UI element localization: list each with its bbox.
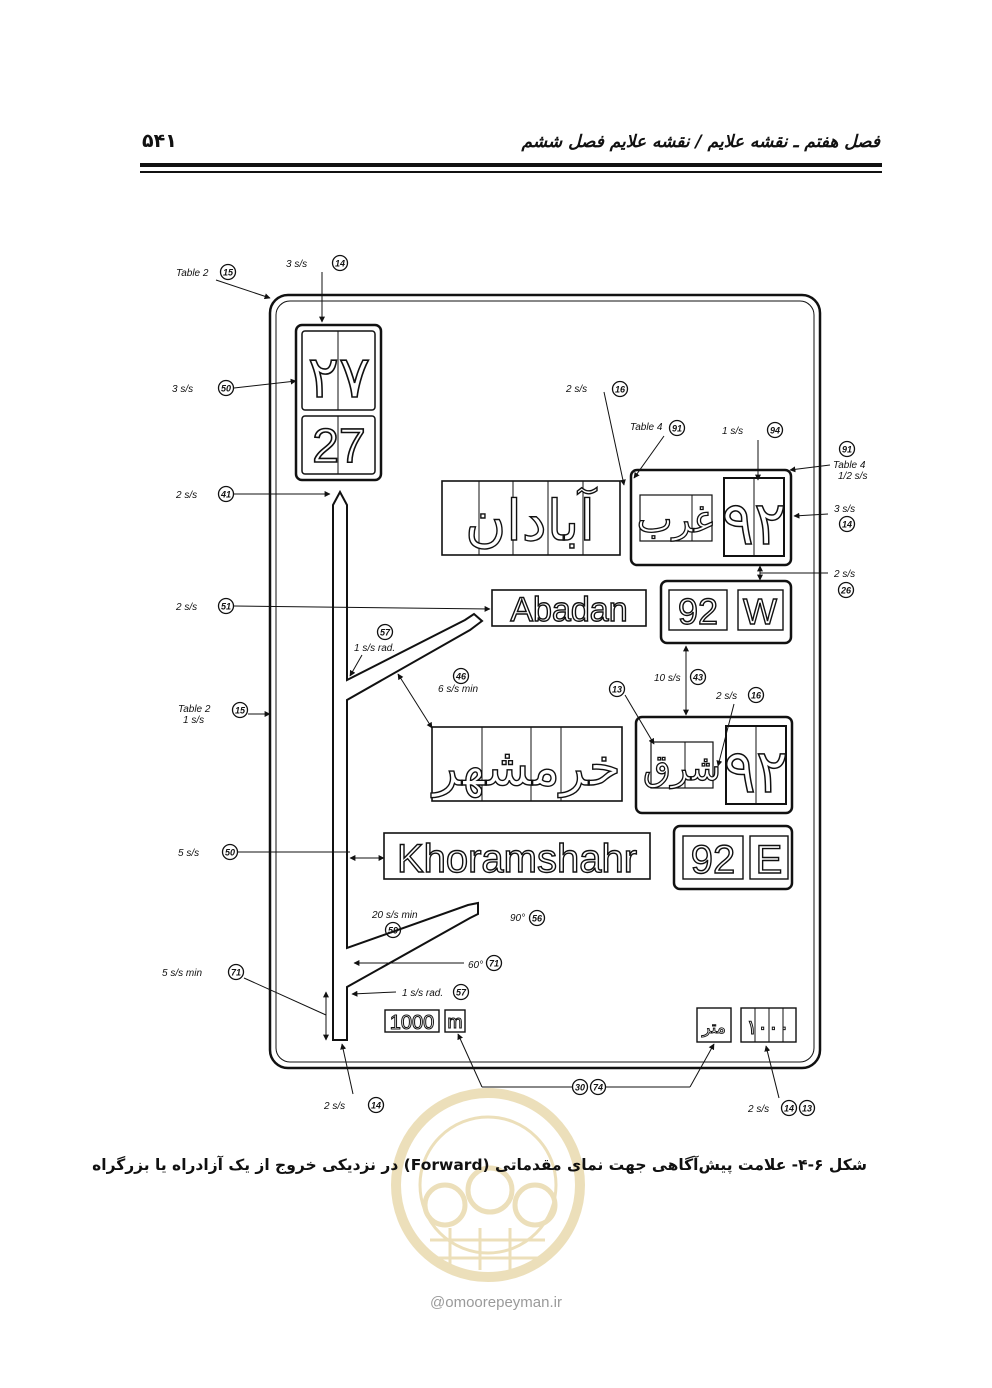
- dim-left-2ss-num: 41: [220, 490, 231, 500]
- dim-abadan-2ss: 2 s/s: [175, 602, 197, 613]
- dim-right-3ss-num: 14: [842, 520, 852, 530]
- dim-right-table4-num: 91: [842, 445, 852, 455]
- sign-inner-border: [275, 300, 815, 1063]
- east-latin-label: E: [756, 838, 783, 882]
- dim-top-3ss: 3 s/s: [286, 259, 307, 270]
- dim-east-2ss-num: 16: [751, 691, 762, 701]
- abadan-latin-panel: Abadan 92 W: [491, 579, 793, 645]
- dim-left-5ss: 5 s/s: [178, 848, 199, 859]
- distance-latin-unit: m: [448, 1012, 463, 1032]
- route92e-label: 92: [691, 838, 736, 882]
- abadan-persian-label: آبادان: [465, 487, 597, 552]
- khoramshahr-persian-label: خرمشهر: [430, 739, 621, 798]
- dim-bottom-right-num-b: 13: [802, 1104, 812, 1114]
- distance-persian: متر ۱۰۰۰: [696, 1007, 797, 1043]
- dim-left-3ss: 3 s/s: [172, 384, 193, 395]
- footer-url: @omoorepeyman.ir: [430, 1294, 562, 1311]
- east-route-block: شرق ۹۲: [634, 715, 794, 815]
- dim-rad2: 1 s/s rad.: [402, 988, 443, 999]
- dim-10ss-num: 43: [692, 673, 703, 683]
- khoramshahr-latin-panel: Khoramshahr 92 E: [383, 824, 794, 891]
- dim-min5-num: 71: [231, 968, 241, 978]
- route92-persian-label: ۹۲: [722, 490, 786, 557]
- dim-10ss: 10 s/s: [654, 673, 681, 684]
- west-persian-label: غرب: [637, 499, 714, 542]
- dim-table2-border-sub: 1 s/s: [183, 715, 204, 726]
- dim-table2-border: Table 2: [178, 704, 211, 715]
- dim-dest-2ss: 2 s/s: [565, 384, 587, 395]
- page-number: ۵۴۱: [142, 130, 177, 152]
- distance-persian-value: ۱۰۰۰: [747, 1017, 790, 1039]
- distance-latin: 1000 m: [384, 1009, 466, 1035]
- distance-persian-unit: متر: [701, 1018, 726, 1038]
- khoramshahr-persian-panel: خرمشهر: [429, 726, 623, 802]
- watermark-seal: [391, 1088, 585, 1282]
- dim-east-2ss: 2 s/s: [715, 691, 737, 702]
- dim-left-2ss: 2 s/s: [175, 490, 197, 501]
- dim-angle90: 90°: [510, 913, 525, 924]
- dim-table4: Table 4: [630, 422, 663, 433]
- abadan-persian-panel: آبادان: [441, 480, 621, 556]
- dim-angle90-num: 56: [532, 914, 543, 924]
- dim-top-3ss-num: 14: [335, 259, 345, 269]
- route-persian-label: ۲۷: [308, 345, 370, 410]
- route92w-label: 92: [678, 591, 718, 632]
- header-rule-thick: [140, 163, 882, 167]
- dim-angle60: 60°: [468, 960, 483, 971]
- dim-left-5ss-num: 50: [225, 848, 235, 858]
- dim-table2-top: Table 2: [176, 268, 209, 279]
- dim-min5: 5 s/s min: [162, 968, 202, 979]
- route92-east-persian-label: ۹۲: [724, 738, 788, 805]
- dim-bottom-center-b: 74: [593, 1083, 603, 1093]
- dim-right-table4: Table 4: [833, 460, 866, 471]
- header-rule-thin: [140, 171, 882, 173]
- dim-east-num: 13: [612, 685, 622, 695]
- dim-abadan-2ss-num: 51: [221, 602, 231, 612]
- dim-min20-num: 59: [388, 926, 398, 936]
- dim-right-2ss-num: 26: [840, 586, 852, 596]
- dim-right-table4-sub: 1/2 s/s: [838, 471, 867, 482]
- dimension-annotations: Table 2 15 3 s/s 14 3 s/s 50 2 s/s 41 2 …: [162, 254, 867, 1117]
- dim-left-3ss-num: 50: [221, 384, 231, 394]
- route-shield: ۲۷ 27: [294, 323, 383, 482]
- dim-right-3ss: 3 s/s: [834, 504, 855, 515]
- sign-border: [268, 293, 822, 1070]
- dim-route-1ss: 1 s/s: [722, 426, 743, 437]
- dim-min20: 20 s/s min: [371, 910, 418, 921]
- dim-rad2-num: 57: [456, 988, 467, 998]
- west-latin-label: W: [743, 591, 777, 632]
- west-route-block: غرب ۹۲: [629, 468, 793, 567]
- figure-caption: شکل ۶-۴- علامت پیش‌آگاهی جهت نمای مقدمات…: [92, 1156, 867, 1174]
- route-latin-label: 27: [312, 420, 365, 473]
- dim-angle60-num: 71: [489, 959, 499, 969]
- dim-dest-2ss-num: 16: [615, 385, 626, 395]
- dim-bottom-right-num-a: 14: [784, 1104, 794, 1114]
- east-persian-label: شرق: [643, 747, 721, 789]
- dim-min6-num: 46: [455, 672, 467, 682]
- dim-bottom-right-2ss: 2 s/s: [747, 1104, 769, 1115]
- abadan-latin-label: Abadan: [510, 591, 627, 629]
- dim-rad-1ss: 1 s/s rad.: [354, 643, 395, 654]
- running-title: فصل هفتم ـ نقشه علایم / نقشه علایم فصل ش…: [521, 132, 880, 152]
- dim-table2-border-num: 15: [235, 706, 246, 716]
- khoramshahr-latin-label: Khoramshahr: [397, 837, 637, 881]
- dim-bottom-2ss: 2 s/s: [323, 1101, 345, 1112]
- dim-bottom-2ss-num: 14: [371, 1101, 381, 1111]
- dim-table2-top-num: 15: [223, 268, 234, 278]
- dim-rad-num: 57: [380, 628, 391, 638]
- dim-min6: 6 s/s min: [438, 684, 478, 695]
- dim-bottom-center-a: 30: [575, 1083, 585, 1093]
- dim-route-1ss-num: 94: [770, 426, 780, 436]
- arrow-diagram: [332, 489, 484, 1041]
- dim-table4-num: 91: [672, 424, 682, 434]
- distance-latin-value: 1000: [390, 1012, 435, 1034]
- dim-right-2ss: 2 s/s: [833, 569, 855, 580]
